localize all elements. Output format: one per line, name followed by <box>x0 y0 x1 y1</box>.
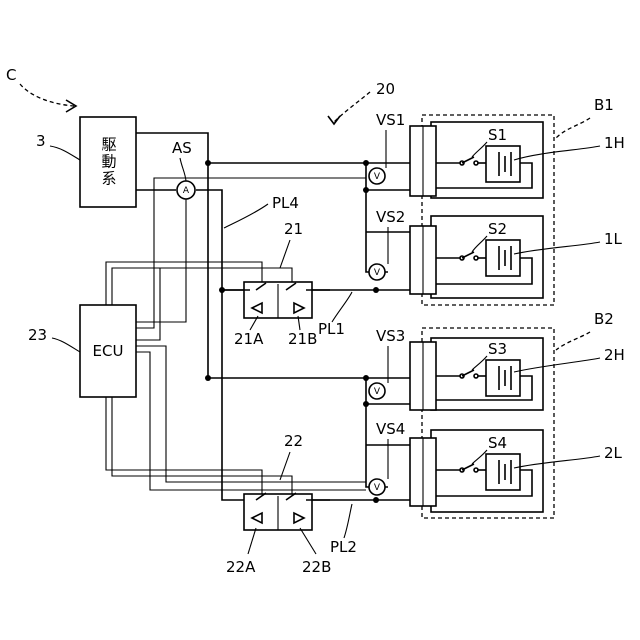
group-b2-leader <box>556 332 590 350</box>
ecu-label: ECU <box>93 342 124 360</box>
switch-s4-contact <box>474 468 478 472</box>
drive-ref-label: 3 <box>36 132 46 150</box>
module-2h-label: 2H <box>604 346 625 364</box>
switch-s2-contact <box>474 256 478 260</box>
group-b1-label: B1 <box>594 96 614 114</box>
pl4-label: PL4 <box>272 194 299 212</box>
switch-s3-label: S3 <box>488 340 507 358</box>
junction-dot <box>205 375 211 381</box>
ecu-sense-line-c <box>136 268 160 340</box>
group-b2-label: B2 <box>594 310 614 328</box>
pl2-leader <box>344 504 352 538</box>
ecu-sense-line-d <box>136 346 366 482</box>
main-power-line-bottom-b <box>196 190 222 290</box>
junction-dot <box>363 401 369 407</box>
module-2l-label: 2L <box>604 444 623 462</box>
switch-s4-label: S4 <box>488 434 507 452</box>
system-label: C <box>6 66 16 84</box>
junction-dot <box>363 375 369 381</box>
junction-dot <box>363 160 369 166</box>
vs1-symbol: V <box>374 172 381 182</box>
vs2-symbol: V <box>374 268 381 278</box>
module-1h-label: 1H <box>604 134 625 152</box>
switch-s2-label: S2 <box>488 220 507 238</box>
ecu-ref-label: 23 <box>28 326 47 344</box>
relay-22b-label: 22B <box>302 558 331 576</box>
ammeter-label: AS <box>172 139 192 157</box>
relay-22a-label: 22A <box>226 558 256 576</box>
relay-21a-label: 21A <box>234 330 264 348</box>
relay-21-leader <box>280 240 290 268</box>
vs1-label: VS1 <box>376 111 405 129</box>
pack-ref-arrow-icon <box>328 116 340 124</box>
system-leader <box>20 84 74 106</box>
drive-ref-leader <box>50 146 80 160</box>
junction-dot <box>373 497 379 503</box>
ammeter-symbol: A <box>183 186 190 196</box>
ecu-ref-leader <box>52 338 80 352</box>
cell-1l-box <box>486 240 520 276</box>
ecu-sense-ammeter <box>136 199 186 322</box>
vs4-symbol: V <box>374 483 381 493</box>
switch-s3-contact <box>474 374 478 378</box>
group-b1-leader <box>556 118 590 138</box>
relay-22a-leader <box>248 528 256 554</box>
pack-ref-label: 20 <box>376 80 395 98</box>
pl1-label: PL1 <box>318 320 345 338</box>
ecu-sense-relay22-b <box>112 397 292 494</box>
switch-s1-label: S1 <box>488 126 507 144</box>
pl2-label: PL2 <box>330 538 357 556</box>
vs4-label: VS4 <box>376 420 405 438</box>
pl4-leader <box>224 204 268 228</box>
junction-dot <box>373 287 379 293</box>
relay-21-label: 21 <box>284 220 303 238</box>
relay-22-label: 22 <box>284 432 303 450</box>
module-1l-label: 1L <box>604 230 623 248</box>
vs3-label: VS3 <box>376 327 405 345</box>
junction-dot <box>363 187 369 193</box>
vs3-symbol: V <box>374 387 381 397</box>
cell-2l-box <box>486 454 520 490</box>
relay-21b-label: 21B <box>288 330 317 348</box>
cell-2h-box <box>486 360 520 396</box>
vs2-label: VS2 <box>376 208 405 226</box>
ecu-sense-line-e <box>136 352 366 490</box>
cell-1h-box <box>486 146 520 182</box>
relay-22b-leader <box>300 528 316 554</box>
drive-system-label: 駆動系 <box>100 137 118 188</box>
ecu-sense-relay22-a <box>106 397 262 494</box>
pl1-leader <box>332 292 352 322</box>
switch-s1-contact <box>474 161 478 165</box>
